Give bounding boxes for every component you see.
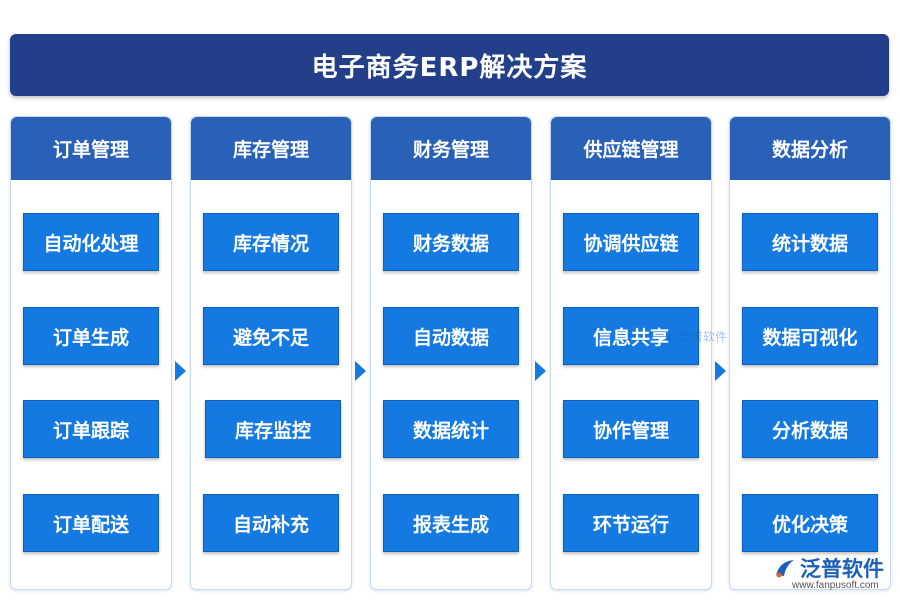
column-inventory-management: 库存管理 库存情况 避免不足 库存监控 自动补充 bbox=[190, 116, 352, 590]
item-box: 分析数据 bbox=[742, 400, 878, 458]
item-label: 信息共享 bbox=[592, 326, 669, 349]
column-header-label: 订单管理 bbox=[52, 139, 129, 161]
item-label: 库存情况 bbox=[232, 232, 309, 255]
item-box: 数据统计 bbox=[383, 400, 519, 458]
item-label: 环节运行 bbox=[592, 513, 669, 536]
item-box: 订单生成 bbox=[23, 307, 159, 365]
item-label: 财务数据 bbox=[412, 232, 489, 255]
item-box: 订单配送 bbox=[23, 494, 159, 552]
item-label: 订单生成 bbox=[52, 326, 129, 349]
fanpu-logo-icon bbox=[776, 560, 794, 578]
column-header: 财务管理 bbox=[371, 117, 531, 180]
item-label: 自动化处理 bbox=[43, 232, 139, 255]
item-label: 统计数据 bbox=[771, 232, 848, 255]
item-box: 报表生成 bbox=[383, 494, 519, 552]
page-title: 电子商务ERP解决方案 bbox=[311, 52, 588, 83]
column-finance-management: 财务管理 财务数据 自动数据 数据统计 报表生成 bbox=[370, 116, 532, 590]
item-box: 订单跟踪 bbox=[23, 400, 159, 458]
column-header-label: 财务管理 bbox=[412, 139, 489, 161]
item-label: 订单跟踪 bbox=[52, 419, 129, 442]
column-header: 数据分析 bbox=[730, 117, 890, 180]
brand-url: www.fanpusoft.com bbox=[792, 580, 879, 591]
item-label: 分析数据 bbox=[771, 419, 848, 442]
column-header: 订单管理 bbox=[11, 117, 171, 180]
item-box: 避免不足 bbox=[203, 307, 339, 365]
item-box: 库存监控 bbox=[205, 400, 341, 458]
item-label: 库存监控 bbox=[234, 419, 311, 442]
item-label: 数据统计 bbox=[412, 419, 489, 442]
column-header-label: 库存管理 bbox=[232, 139, 309, 161]
item-box: 自动补充 bbox=[203, 494, 339, 552]
watermark: 泛普软件 bbox=[663, 328, 727, 345]
item-label: 订单配送 bbox=[52, 513, 129, 536]
item-box: 协调供应链 bbox=[563, 213, 699, 271]
item-label: 避免不足 bbox=[232, 326, 309, 349]
column-data-analysis: 数据分析 统计数据 数据可视化 分析数据 优化决策 bbox=[729, 116, 891, 590]
item-box: 环节运行 bbox=[563, 494, 699, 552]
item-label: 协作管理 bbox=[592, 419, 669, 442]
item-box: 统计数据 bbox=[742, 213, 878, 271]
item-label: 自动数据 bbox=[412, 326, 489, 349]
column-order-management: 订单管理 自动化处理 订单生成 订单跟踪 订单配送 bbox=[10, 116, 172, 590]
item-box: 数据可视化 bbox=[742, 307, 878, 365]
item-box: 自动化处理 bbox=[23, 213, 159, 271]
arrow-right-icon bbox=[355, 361, 366, 381]
item-label: 自动补充 bbox=[232, 513, 309, 536]
item-box: 财务数据 bbox=[383, 213, 519, 271]
item-box: 自动数据 bbox=[383, 307, 519, 365]
watermark-text: 泛普软件 bbox=[679, 330, 728, 344]
item-label: 优化决策 bbox=[771, 513, 848, 536]
item-label: 报表生成 bbox=[412, 513, 489, 536]
item-box: 优化决策 bbox=[742, 494, 878, 552]
column-header: 库存管理 bbox=[191, 117, 351, 180]
item-box: 信息共享 bbox=[563, 307, 699, 365]
item-label: 协调供应链 bbox=[583, 232, 679, 255]
arrow-right-icon bbox=[715, 361, 726, 381]
item-box: 库存情况 bbox=[203, 213, 339, 271]
column-header-label: 供应链管理 bbox=[583, 139, 679, 161]
brand-logo: 泛普软件 bbox=[774, 553, 884, 583]
arrow-right-icon bbox=[175, 361, 186, 381]
brand-name: 泛普软件 bbox=[800, 557, 884, 581]
column-header-label: 数据分析 bbox=[771, 139, 848, 161]
item-label: 数据可视化 bbox=[762, 326, 858, 349]
column-supply-chain-management: 供应链管理 协调供应链 信息共享 协作管理 环节运行 bbox=[550, 116, 712, 590]
item-box: 协作管理 bbox=[563, 400, 699, 458]
arrow-right-icon bbox=[535, 361, 546, 381]
fanpu-watermark-icon bbox=[665, 332, 675, 342]
column-header: 供应链管理 bbox=[551, 117, 711, 180]
title-banner: 电子商务ERP解决方案 bbox=[10, 34, 889, 96]
